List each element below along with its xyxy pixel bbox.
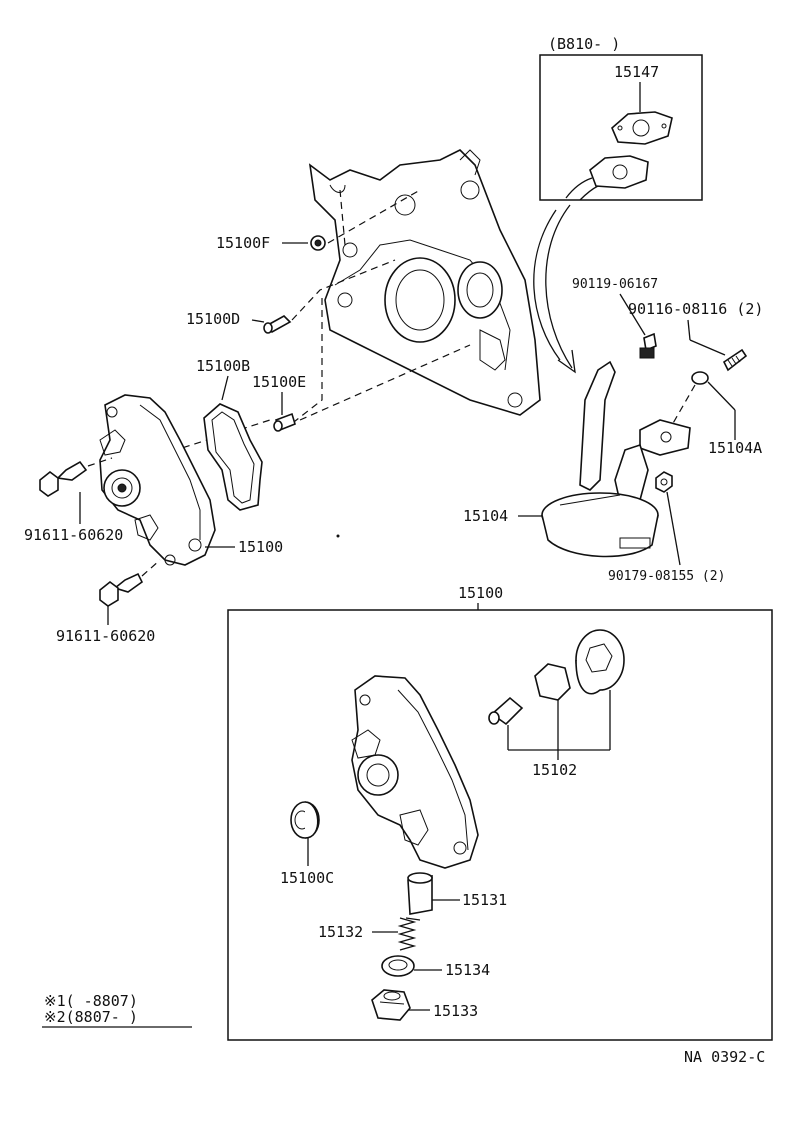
oil-strainer-15104-icon xyxy=(541,360,691,558)
label-91611-upper: 91611-60620 xyxy=(24,526,123,544)
oil-seal-15100C-icon xyxy=(290,801,320,839)
gasket-15104A-icon xyxy=(691,371,709,385)
spring-15132-icon xyxy=(397,917,421,951)
label-90179-08155: 90179-08155 (2) xyxy=(608,569,725,584)
bolt-90119-icon xyxy=(639,332,657,359)
inset-box-b810 xyxy=(539,54,703,201)
label-15147: 15147 xyxy=(614,63,659,81)
label-90116-08116: 90116-08116 (2) xyxy=(628,300,763,318)
label-15100B: 15100B xyxy=(196,357,250,375)
label-15100-box: 15100 xyxy=(458,584,503,602)
label-15104A: 15104A xyxy=(708,439,762,457)
oil-pump-breakdown-box xyxy=(227,609,773,1041)
strainer-flange-icon xyxy=(565,155,649,201)
bolt-91611-upper-icon xyxy=(39,460,88,497)
label-15100D: 15100D xyxy=(186,310,240,328)
curved-arrow-icon xyxy=(545,204,573,369)
timing-cover-icon xyxy=(308,149,541,416)
label-15133: 15133 xyxy=(433,1002,478,1020)
plug-15133-icon xyxy=(371,989,411,1021)
label-15100-side: 15100 xyxy=(238,538,283,556)
label-91611-lower: 91611-60620 xyxy=(56,627,155,645)
relief-pin-15102-icon xyxy=(488,696,524,726)
label-15100E: 15100E xyxy=(252,373,306,391)
plug-15100F-icon xyxy=(310,235,326,251)
gasket-15147-icon xyxy=(611,111,673,145)
note-1: ※1( -8807) xyxy=(44,992,138,1010)
rotor-inner-15102-icon xyxy=(534,663,571,701)
label-90119-06167: 90119-06167 xyxy=(572,277,658,292)
label-15100F: 15100F xyxy=(216,234,270,252)
diagram-code: NA 0392-C xyxy=(684,1048,765,1066)
pin-15100E-icon xyxy=(273,412,296,432)
label-15104: 15104 xyxy=(463,507,508,525)
label-15132: 15132 xyxy=(318,923,363,941)
gasket-15134-icon xyxy=(381,955,415,977)
pin-15100D-icon xyxy=(263,315,292,334)
stud-90116-icon xyxy=(722,348,748,372)
relief-valve-15131-icon xyxy=(407,872,433,915)
oil-pump-assembly-icon xyxy=(99,394,216,566)
rotor-outer-15102-icon xyxy=(575,629,625,695)
label-15131: 15131 xyxy=(462,891,507,909)
oil-pump-body-icon xyxy=(351,675,479,869)
label-b810: (B810- ) xyxy=(548,35,620,53)
label-15102: 15102 xyxy=(532,761,577,779)
nut-90179-icon xyxy=(655,471,673,493)
label-15100C: 15100C xyxy=(280,869,334,887)
bolt-91611-lower-icon xyxy=(99,572,144,607)
label-15134: 15134 xyxy=(445,961,490,979)
gasket-15100B-icon xyxy=(203,403,263,511)
note-2: ※2(8807- ) xyxy=(44,1008,138,1026)
